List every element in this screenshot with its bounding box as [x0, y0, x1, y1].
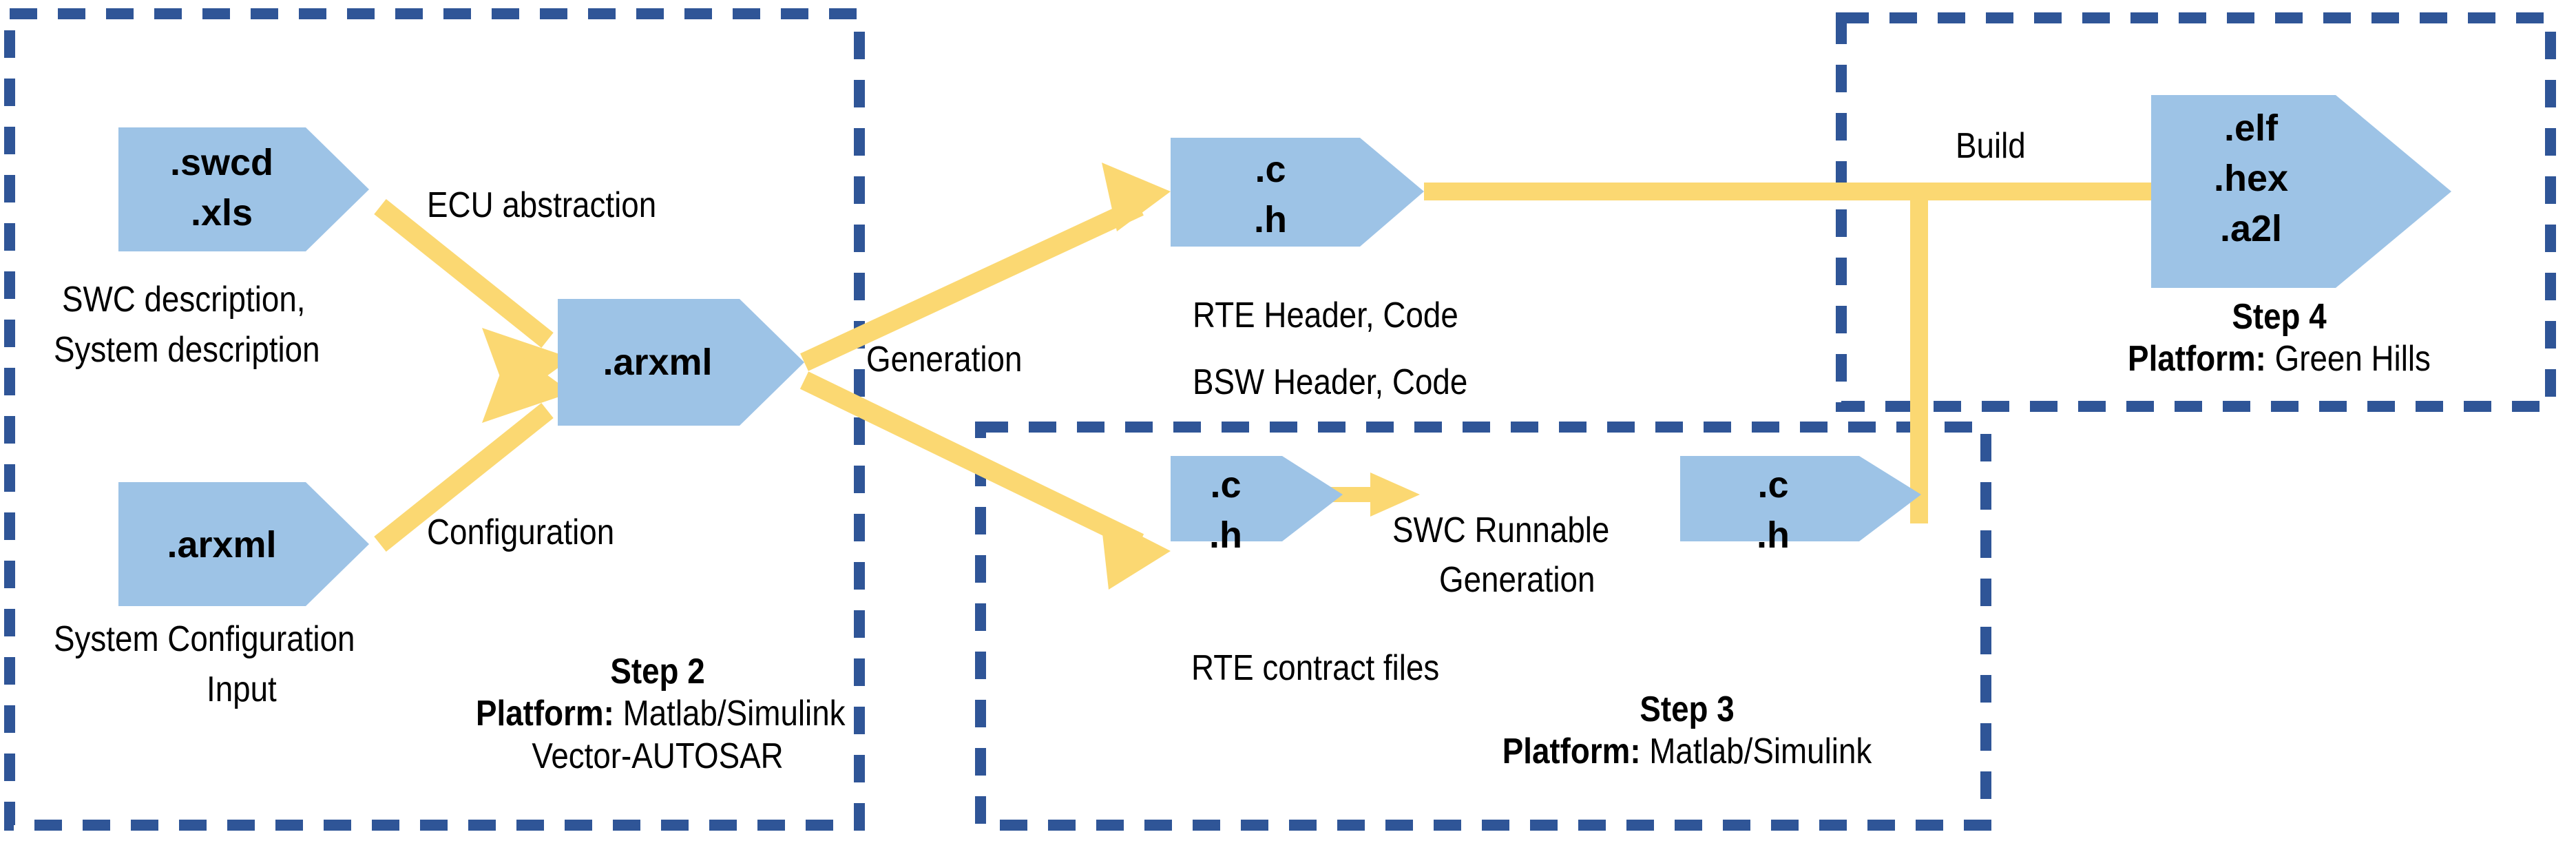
- caption-rte-bsw-line2: BSW Header, Code: [1193, 362, 1468, 402]
- step3-group-label: Step 3 Platform: Matlab/Simulink: [1391, 689, 1983, 773]
- step4-platform-value: Green Hills: [2274, 339, 2431, 380]
- shape-arxml-mid: [558, 299, 804, 426]
- edge-label-swc-runnable-line2: Generation: [1439, 560, 1595, 600]
- edge-label-generation: Generation: [866, 340, 1023, 380]
- step3-platform-label: Platform:: [1502, 731, 1641, 772]
- caption-system-configuration-line1: System Configuration: [54, 619, 355, 659]
- arrow-generation-lower: [799, 371, 1171, 590]
- edge-label-swc-runnable-line1: SWC Runnable: [1392, 510, 1610, 550]
- step2-platform-label: Platform:: [476, 694, 614, 734]
- shape-binary: [2151, 95, 2451, 288]
- shape-label-binary: .elf .hex .a2l: [2213, 107, 2289, 249]
- caption-rte-contract-files: RTE contract files: [1191, 648, 1440, 688]
- shape-contract-ch: [1171, 456, 1343, 541]
- step3-platform-value: Matlab/Simulink: [1649, 731, 1872, 772]
- step2-step-title: Step 2: [610, 652, 705, 692]
- shape-label-arxml-mid: .arxml: [603, 342, 713, 383]
- caption-system-configuration-line2: Input: [207, 669, 277, 709]
- step2-platform-value2: Vector-AUTOSAR: [532, 736, 784, 776]
- step4-group-label: Step 4 Platform: Green Hills: [1997, 296, 2562, 381]
- arrow-configuration: [374, 348, 572, 552]
- edge-label-ecu-abstraction: ECU abstraction: [427, 185, 657, 225]
- shape-label-rte-bsw-ch: .c .h: [1254, 149, 1287, 240]
- shape-runnable-ch: [1680, 456, 1921, 541]
- shape-label-arxml-input: .arxml: [167, 524, 277, 565]
- edge-label-build: Build: [1956, 126, 2026, 166]
- arrow-generation-upper: [800, 163, 1171, 371]
- step3-step-title: Step 3: [1640, 689, 1735, 729]
- step3-platform-row: Platform: Matlab/Simulink: [1427, 731, 1948, 773]
- step4-platform-row: Platform: Green Hills: [2031, 338, 2528, 380]
- caption-rte-bsw-line1: RTE Header, Code: [1193, 295, 1458, 335]
- step2-platform-value: Matlab/Simulink: [622, 694, 846, 734]
- caption-swc-description-line2: System description: [54, 330, 320, 370]
- step4-platform-label: Platform:: [2128, 339, 2266, 380]
- group-box-step2: [4, 8, 865, 831]
- shape-label-swcd-xls: .swcd .xls: [169, 142, 274, 233]
- shape-label-runnable-ch: .c .h: [1757, 464, 1790, 556]
- step2-group-label: Step 2 Platform: Matlab/Simulink Vector-…: [451, 651, 864, 778]
- shape-arxml-input: [118, 482, 369, 606]
- shape-rte-bsw-ch: [1171, 138, 1424, 247]
- shape-label-contract-ch: .c .h: [1209, 464, 1242, 556]
- step4-step-title: Step 4: [2232, 297, 2327, 337]
- edge-label-configuration: Configuration: [427, 512, 615, 552]
- shape-swcd-xls: [118, 127, 369, 251]
- group-box-step3: [975, 422, 1991, 831]
- step2-platform-row: Platform: Matlab/Simulink: [476, 693, 846, 735]
- caption-swc-description-line1: SWC description,: [62, 280, 306, 320]
- group-box-step4: [1836, 12, 2556, 412]
